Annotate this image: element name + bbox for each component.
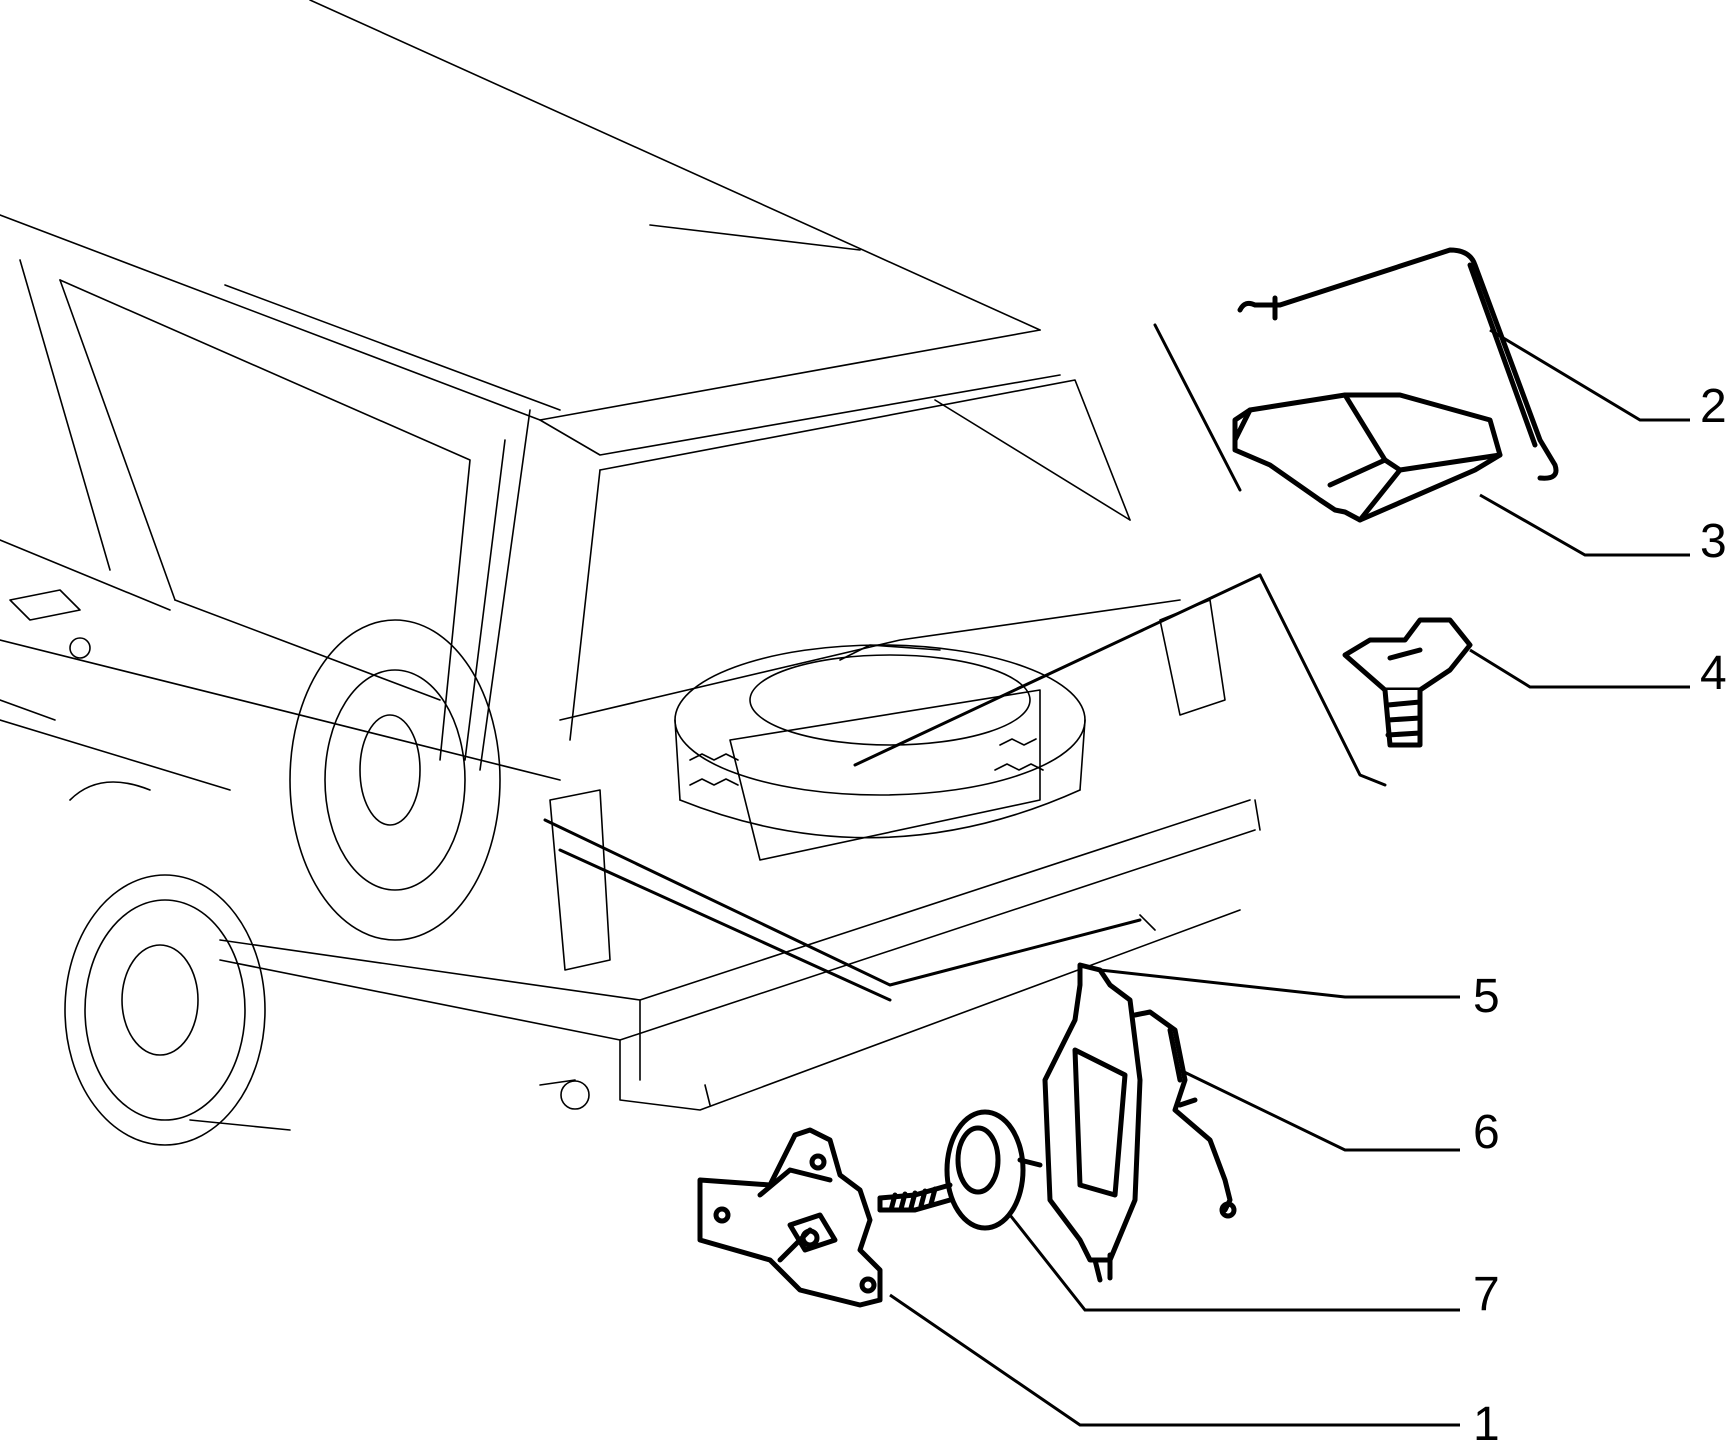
callout-5: 5	[1473, 970, 1500, 1023]
leader-2	[1489, 328, 1690, 422]
callout-6: 6	[1473, 1106, 1500, 1159]
callout-1: 1	[1473, 1398, 1500, 1441]
callout-numbers: 1 2 3 4 5 6 7	[1473, 380, 1727, 1441]
part-4-bracket-bolt	[1342, 617, 1473, 748]
car-body	[0, 0, 1261, 1146]
leader-4	[1469, 648, 1690, 689]
leader-7	[1008, 1214, 1460, 1312]
part-6-wire	[1132, 1009, 1237, 1219]
callout-4: 4	[1700, 647, 1727, 700]
part-7-hold-down-knob	[877, 1109, 1043, 1231]
callout-7: 7	[1473, 1268, 1500, 1321]
part-3-pad	[1232, 392, 1503, 523]
callout-leaders	[889, 328, 1690, 1427]
leader-6	[1179, 1068, 1460, 1152]
callout-2: 2	[1700, 380, 1727, 433]
assembly-guide-lines	[543, 323, 1387, 1002]
leader-1	[889, 1293, 1460, 1427]
leader-3	[1479, 493, 1690, 557]
part-1-clamp-plate	[697, 1127, 883, 1308]
leader-5	[1099, 968, 1460, 999]
callout-3: 3	[1700, 515, 1727, 568]
part-5-bracket-plate	[1042, 962, 1143, 1283]
part-2-rod	[1237, 247, 1559, 481]
